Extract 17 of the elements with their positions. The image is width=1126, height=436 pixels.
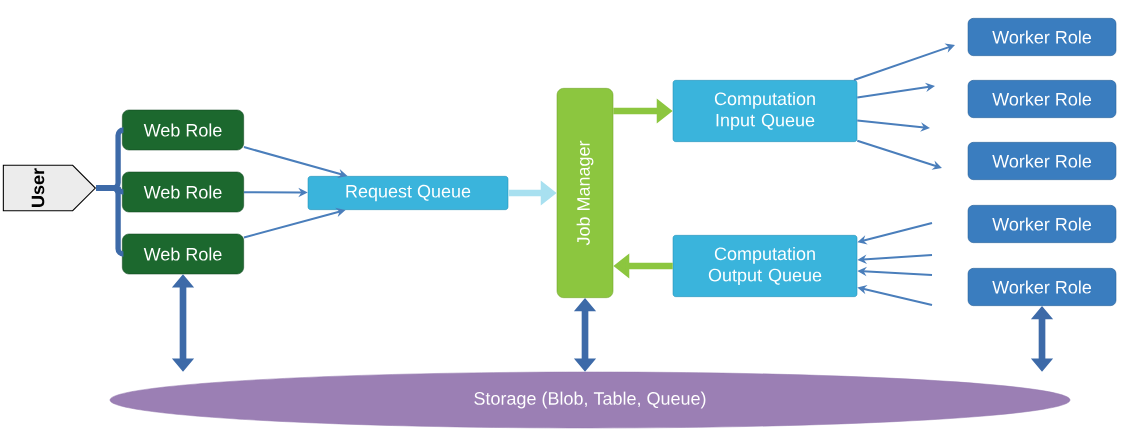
queue-box: Request Queue [307,176,509,210]
process-box: Worker Role [967,205,1117,243]
arrow [853,43,955,82]
storage-cloud: Storage (Blob, Table, Queue) [109,371,1071,429]
user-box: User [2,164,97,212]
arrow [856,82,935,99]
process-box: Worker Role [967,268,1117,306]
process-box: Web Role [122,109,244,151]
queue-box: Computation Output Queue [672,235,858,297]
arrow [856,139,942,170]
process-box: Worker Role [967,80,1117,118]
queue-box: Computation Input Queue [672,80,858,142]
process-box: Web Role [122,233,244,275]
manager-box: Job Manager [556,88,614,298]
process-box: Worker Role [967,142,1117,180]
process-box: Worker Role [967,18,1117,56]
process-box: Web Role [122,171,244,213]
